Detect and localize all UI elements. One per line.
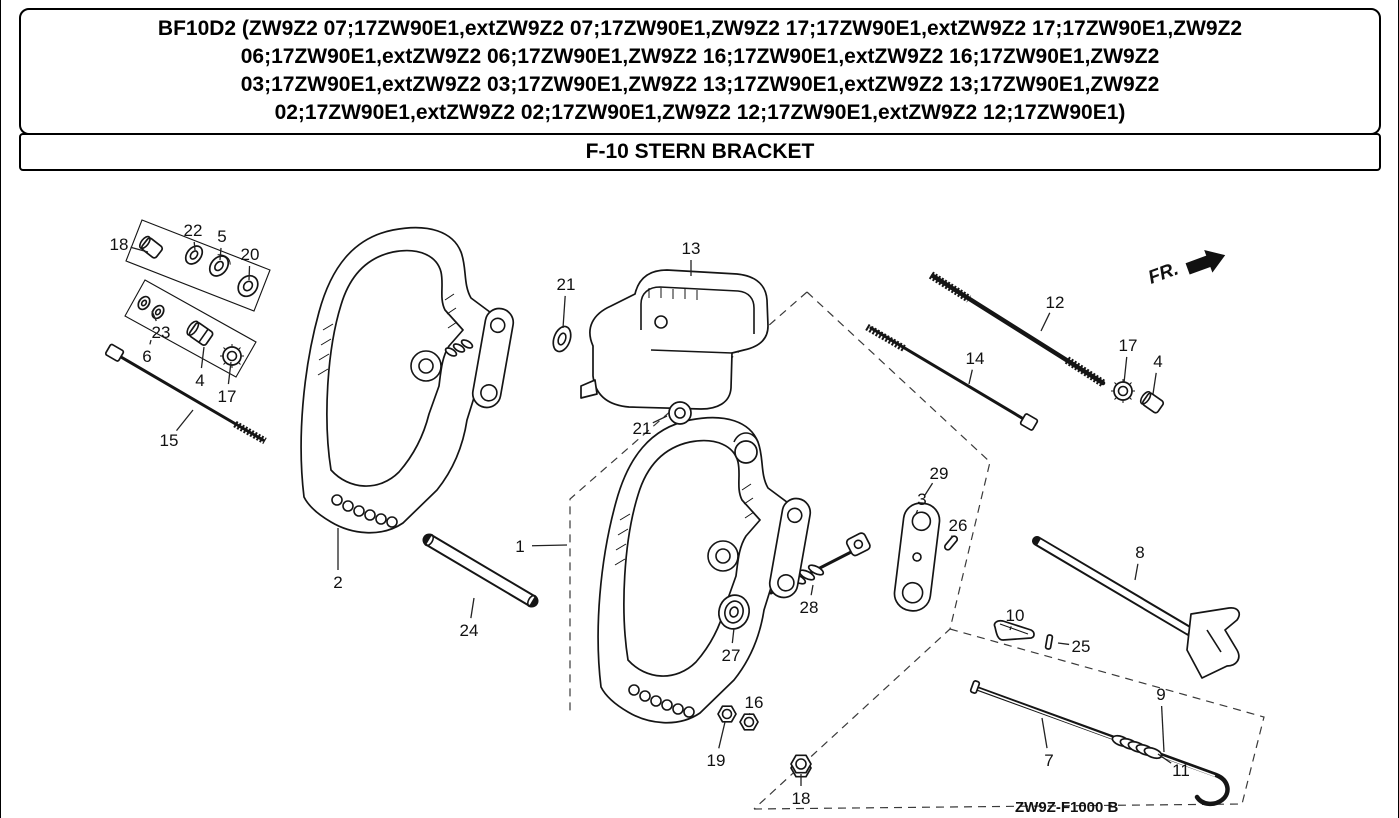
part-callout-22: 22 [184, 221, 203, 240]
washer-21-upper-art [552, 325, 572, 353]
part-callout-16: 16 [745, 693, 764, 712]
callout-leader-12 [1040, 312, 1051, 332]
tilt-rod-8-art [1032, 536, 1240, 679]
model-header-line-4: 02;17ZW90E1,extZW9Z2 02;17ZW90E1,ZW9Z2 1… [274, 101, 1126, 124]
part-callout-17: 17 [1119, 336, 1138, 355]
tilt-shaft-9-art [969, 680, 1230, 807]
part-callout-28: 28 [800, 598, 819, 617]
fr-direction-indicator: FR. [1146, 250, 1226, 289]
tilt-lock-cover-art [580, 269, 769, 410]
lever-10-art [993, 619, 1035, 641]
nut-18-bottom-art [790, 754, 812, 778]
grommet-21-lower-art [668, 401, 692, 425]
clamp-bolt-15-art [104, 343, 267, 445]
callout-layer: 18 22 5 20 236 4 17 15 2 24 21 13 21 1 12 14 17 4 293 26 28 8… [110, 221, 1190, 808]
part-callout-18: 18 [110, 235, 129, 254]
part-callout-29: 29 [930, 464, 949, 483]
part-callout-3: 3 [917, 490, 926, 509]
callout-leader-3 [915, 509, 919, 515]
callout-leader-17 [227, 361, 232, 385]
callout-leader-23 [151, 310, 157, 322]
part-callout-23: 23 [152, 323, 171, 342]
part-callout-17: 17 [218, 387, 237, 406]
part-callout-8: 8 [1135, 543, 1144, 562]
nut-17-right-art [1111, 379, 1135, 403]
model-header-line-3: 03;17ZW90E1,extZW9Z2 03;17ZW90E1,ZW9Z2 1… [240, 73, 1160, 96]
grommet-27-art [718, 594, 750, 630]
callout-leader-16 [748, 712, 751, 716]
pin-26-art [943, 535, 959, 551]
model-header-line-2: 06;17ZW90E1,extZW9Z2 06;17ZW90E1,ZW9Z2 1… [240, 45, 1160, 68]
part-callout-20: 20 [241, 245, 260, 264]
callout-leader-1 [531, 544, 568, 547]
part-callout-21: 21 [633, 419, 652, 438]
model-header: BF10D2 (ZW9Z2 07;17ZW90E1,extZW9Z2 07;17… [19, 8, 1381, 135]
part-callout-14: 14 [966, 349, 985, 368]
callout-leader-24 [470, 597, 475, 619]
pin-25-art [1044, 634, 1054, 650]
model-header-line-1: BF10D2 (ZW9Z2 07;17ZW90E1,extZW9Z2 07;17… [157, 17, 1243, 40]
part-callout-18: 18 [792, 789, 811, 808]
part-callout-12: 12 [1046, 293, 1065, 312]
callout-leader-8 [1134, 563, 1139, 581]
callout-leader-5 [219, 247, 222, 261]
section-title-box: F-10 STERN BRACKET [19, 133, 1381, 171]
part-callout-26: 26 [949, 516, 968, 535]
callout-leader-19 [718, 721, 726, 749]
hardware-group-upper [125, 219, 271, 312]
callout-leader-9 [1160, 705, 1165, 753]
callout-leader-11 [1157, 753, 1172, 764]
callout-leader-22 [193, 241, 196, 251]
callout-leader-6 [149, 339, 152, 345]
part-callout-15: 15 [160, 431, 179, 450]
callout-leader-21 [562, 295, 566, 329]
stern-bracket-right-art [597, 416, 814, 724]
part-callout-1: 1 [515, 537, 524, 556]
hardware-group-lower [124, 279, 257, 378]
part-callout-10: 10 [1006, 606, 1025, 625]
part-callout-5: 5 [217, 227, 226, 246]
callout-leader-17 [1123, 356, 1128, 384]
part-callout-7: 7 [1044, 751, 1053, 770]
part-callout-4: 4 [1153, 352, 1162, 371]
callout-leader-21 [652, 415, 668, 424]
callout-leader-14 [968, 369, 973, 385]
callout-leader-29 [924, 482, 934, 496]
link-plate-3-art [893, 502, 941, 612]
stud-12-art [928, 271, 1107, 388]
part-callout-4: 4 [195, 371, 204, 390]
fr-label: FR. [1146, 258, 1182, 288]
callout-leader-28 [810, 584, 814, 596]
part-callout-21: 21 [557, 275, 576, 294]
bolt-14-art [865, 323, 1039, 431]
callout-leader-25 [1057, 642, 1070, 646]
part-callout-2: 2 [333, 573, 342, 592]
callout-leader-20 [248, 265, 251, 281]
part-callout-13: 13 [682, 239, 701, 258]
spring-11-art [1111, 734, 1163, 760]
part-callout-9: 9 [1156, 685, 1165, 704]
part-callout-11: 11 [1172, 761, 1190, 780]
tube-24-art [422, 533, 539, 608]
bushing-4-right-art [1139, 390, 1165, 414]
part-callout-6: 6 [142, 347, 151, 366]
section-title: F-10 STERN BRACKET [585, 140, 815, 163]
callout-leader-4 [200, 346, 205, 369]
stern-bracket-left-art [300, 226, 517, 534]
callout-leader-15 [175, 409, 194, 432]
callout-leader-10 [1009, 626, 1012, 631]
part-callout-19: 19 [707, 751, 726, 770]
callout-leader-26 [950, 535, 953, 539]
nut-19-art [717, 705, 737, 723]
callout-leader-27 [731, 627, 735, 644]
part-callout-27: 27 [722, 646, 741, 665]
callout-leader-4 [1152, 372, 1157, 395]
callout-leader-7 [1041, 717, 1048, 749]
nut-16-art [739, 713, 759, 731]
part-callout-25: 25 [1072, 637, 1091, 656]
part-callout-24: 24 [460, 621, 479, 640]
callout-leader-18 [130, 246, 149, 253]
drawing-code: ZW9Z-F1000 B [1015, 799, 1119, 816]
